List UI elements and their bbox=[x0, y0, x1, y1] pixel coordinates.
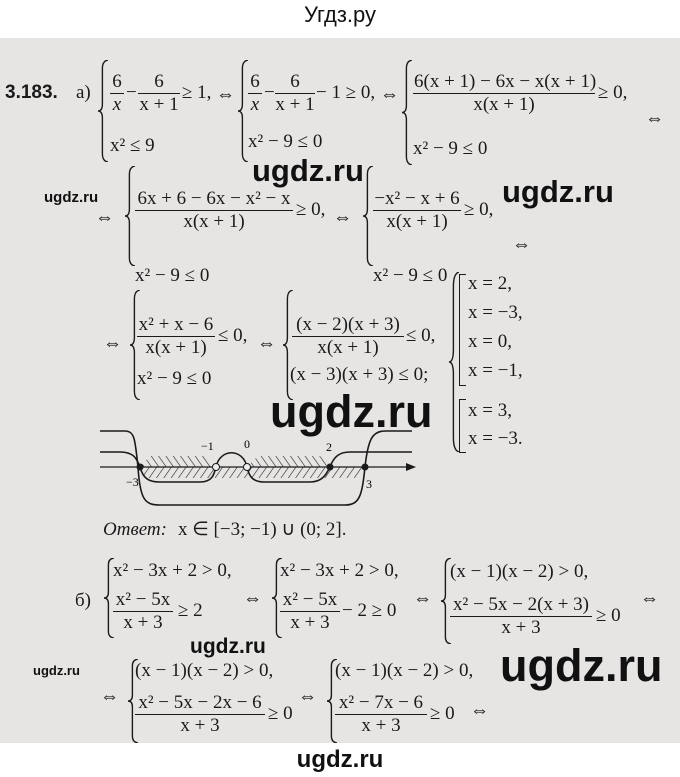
equiv-symbol: ⇔ bbox=[243, 588, 262, 609]
system-line: x² − 9 ≤ 0 bbox=[137, 368, 212, 389]
inequality-tail: ≥ 0 bbox=[268, 703, 293, 724]
inequality-tail: ≤ 0, bbox=[406, 325, 436, 346]
point-open bbox=[243, 463, 251, 471]
equiv-symbol: ⇔ bbox=[645, 108, 664, 129]
site-title: Угдз.ру bbox=[303, 2, 377, 27]
inequality-tail: ≥ 1, bbox=[182, 82, 212, 103]
equiv-symbol: ⇔ bbox=[380, 84, 399, 105]
point-label: 2 bbox=[326, 440, 332, 454]
inequality-tail: ≥ 0, bbox=[296, 199, 326, 220]
watermark: ugdz.ru bbox=[270, 386, 433, 437]
equiv-symbol: ⇔ bbox=[103, 333, 122, 354]
inequality-tail: ≥ 0, bbox=[598, 82, 628, 103]
part-b-label: б) bbox=[75, 590, 91, 611]
inequality-tail: − 1 ≥ 0, bbox=[316, 82, 376, 103]
case-line: x = 3, bbox=[468, 400, 512, 421]
point-filled bbox=[326, 463, 334, 471]
minus-sign: − bbox=[264, 82, 275, 103]
fraction: (x − 2)(x + 3)x(x + 1) bbox=[292, 314, 404, 359]
watermark: ugdz.ru bbox=[502, 174, 614, 209]
system-line: x² − 9 ≤ 0 bbox=[135, 265, 210, 286]
system-brace bbox=[402, 60, 413, 165]
point-label: −3 bbox=[126, 475, 139, 489]
watermark: ugdz.ru bbox=[190, 635, 266, 658]
watermark: ugdz.ru bbox=[500, 640, 663, 691]
union-bracket bbox=[459, 274, 466, 386]
equiv-symbol: ⇔ bbox=[512, 234, 531, 255]
equiv-symbol: ⇔ bbox=[470, 700, 489, 721]
watermark: ugdz.ru bbox=[44, 189, 99, 206]
equiv-symbol: ⇔ bbox=[298, 686, 317, 707]
case-line: x = −3. bbox=[468, 428, 523, 449]
fraction: x² − 5x − 2(x + 3)x + 3 bbox=[450, 594, 592, 639]
inequality-tail: ≥ 2 bbox=[178, 600, 203, 621]
system-line: x² − 3x + 2 > 0, bbox=[113, 560, 232, 581]
system-line: x² − 3x + 2 > 0, bbox=[280, 560, 399, 581]
inequality-tail: ≥ 0 bbox=[430, 703, 455, 724]
equiv-symbol: ⇔ bbox=[95, 207, 114, 228]
number-line-diagram: −3 −1 0 2 3 bbox=[100, 430, 416, 506]
inequality-tail: − 2 ≥ 0 bbox=[342, 600, 397, 621]
watermark: ugdz.ru bbox=[33, 663, 80, 678]
answer-value: x ∈ [−3; −1) ∪ (0; 2]. bbox=[178, 519, 347, 540]
fraction: 6(x + 1) − 6x − x(x + 1)x(x + 1) bbox=[413, 71, 597, 115]
equiv-symbol: ⇔ bbox=[100, 686, 119, 707]
equiv-symbol: ⇔ bbox=[640, 588, 659, 609]
system-line: x² − 9 ≤ 0 bbox=[413, 138, 488, 159]
equiv-symbol: ⇔ bbox=[257, 333, 276, 354]
case-line: x = 0, bbox=[468, 331, 512, 352]
point-label: 3 bbox=[366, 477, 372, 491]
system-line: x² − 9 ≤ 0 bbox=[373, 265, 448, 286]
point-filled bbox=[361, 463, 369, 471]
inequality-tail: ≥ 0, bbox=[464, 199, 494, 220]
equiv-symbol: ⇔ bbox=[413, 588, 432, 609]
hatch-lower bbox=[140, 467, 362, 478]
union-bracket bbox=[459, 399, 466, 453]
point-label: −1 bbox=[201, 439, 214, 453]
inequality-tail: ≤ 0, bbox=[218, 325, 248, 346]
point-filled bbox=[136, 463, 144, 471]
sign-curve-outer bbox=[100, 430, 412, 506]
point-open bbox=[212, 463, 220, 471]
case-line: x = −3, bbox=[468, 302, 523, 323]
system-brace bbox=[98, 60, 109, 162]
part-a-label: а) bbox=[76, 82, 91, 103]
hatch-upper bbox=[140, 456, 330, 467]
system-line: x² − 9 ≤ 0 bbox=[248, 131, 323, 152]
footer-watermark: ugdz.ru bbox=[296, 746, 384, 773]
problem-number: 3.183. bbox=[5, 82, 58, 103]
inequality-tail: ≥ 0 bbox=[596, 605, 621, 626]
system-line: (x − 1)(x − 2) > 0, bbox=[335, 660, 474, 681]
system-line: x² ≤ 9 bbox=[110, 135, 155, 156]
point-label: 0 bbox=[244, 437, 250, 451]
textbook-scan bbox=[0, 38, 680, 743]
equiv-symbol: ⇔ bbox=[216, 84, 235, 105]
axis-arrow bbox=[406, 463, 416, 471]
case-line: x = −1, bbox=[468, 360, 523, 381]
minus-sign: − bbox=[126, 82, 137, 103]
answer-label: Ответ: bbox=[103, 519, 167, 540]
case-line: x = 2, bbox=[468, 273, 512, 294]
system-line: (x − 3)(x + 3) ≤ 0; bbox=[290, 364, 429, 385]
system-line: (x − 1)(x − 2) > 0, bbox=[450, 561, 589, 582]
equiv-symbol: ⇔ bbox=[333, 207, 352, 228]
system-line: (x − 1)(x − 2) > 0, bbox=[135, 660, 274, 681]
watermark: ugdz.ru bbox=[252, 153, 364, 188]
